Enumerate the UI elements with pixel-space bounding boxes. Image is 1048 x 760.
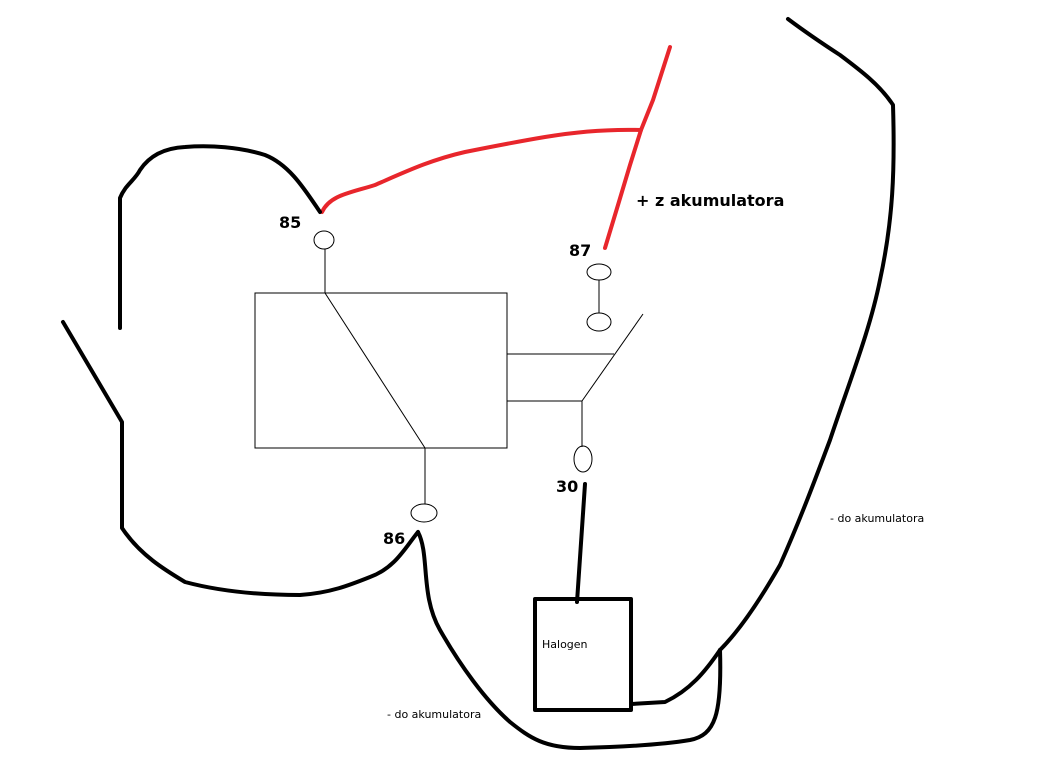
terminal-30 [573, 445, 593, 473]
positive-wire-main [603, 45, 672, 250]
label-terminal-30: 30 [556, 477, 578, 496]
label-minus-battery-right: - do akumulatora [830, 512, 924, 525]
label-terminal-85: 85 [279, 213, 301, 232]
wire-85-loop [118, 144, 322, 330]
wire-86-to-battery [416, 530, 723, 750]
wire-30-to-halogen [575, 482, 587, 604]
wire-86-loop [61, 320, 420, 597]
relay-coil-line [324, 292, 426, 449]
terminal-86 [410, 503, 438, 523]
label-minus-battery-bottom: - do akumulatora [387, 708, 481, 721]
positive-wire-to-85 [320, 127, 643, 214]
terminal-87-bottom [586, 312, 612, 332]
wire-halogen-to-battery [629, 17, 896, 706]
label-halogen: Halogen [542, 638, 588, 651]
label-terminal-87: 87 [569, 241, 591, 260]
label-terminal-86: 86 [383, 529, 405, 548]
terminal-85 [313, 230, 335, 250]
relay-body [254, 292, 508, 449]
halogen-lamp-box [533, 597, 633, 712]
label-plus-battery: + z akumulatora [636, 191, 784, 210]
switch-blade [581, 313, 644, 402]
terminal-87-top [586, 263, 612, 281]
